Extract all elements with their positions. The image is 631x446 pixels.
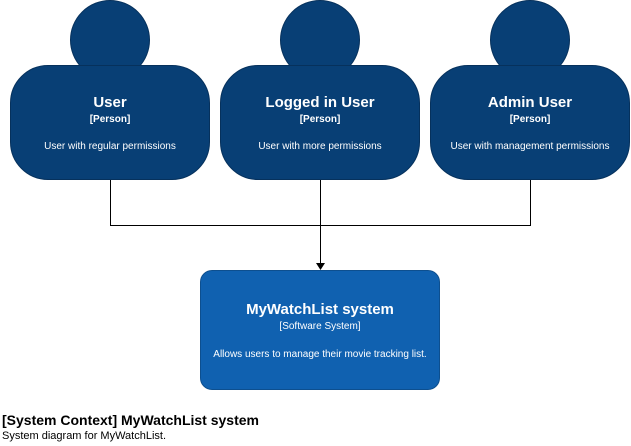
person-body: Logged in User [Person] User with more p… — [220, 65, 420, 180]
connector-user-line — [110, 180, 321, 226]
person-body: User [Person] User with regular permissi… — [10, 65, 210, 180]
person-type: [Person] — [299, 114, 341, 125]
person-body: Admin User [Person] User with management… — [430, 65, 630, 180]
person-logged-in-user[interactable]: Logged in User [Person] User with more p… — [220, 0, 420, 180]
diagram-title: [System Context] MyWatchList system — [2, 412, 259, 428]
person-description: User with more permissions — [258, 141, 382, 152]
person-description: User with regular permissions — [44, 141, 176, 152]
system-type: [Software System] — [279, 321, 361, 332]
system-description: Allows users to manage their movie track… — [213, 349, 427, 360]
diagram-subtitle: System diagram for MyWatchList. — [2, 430, 167, 442]
software-system-box[interactable]: MyWatchList system [Software System] All… — [200, 270, 440, 390]
person-user[interactable]: User [Person] User with regular permissi… — [10, 0, 210, 180]
person-type: [Person] — [509, 114, 551, 125]
person-name: Logged in User — [265, 94, 375, 111]
person-name: User — [93, 94, 127, 111]
arrowhead-to-system — [316, 263, 325, 270]
person-type: [Person] — [89, 114, 131, 125]
system-name: MyWatchList system — [246, 301, 394, 318]
connector-admin-line — [320, 180, 531, 226]
person-name: Admin User — [487, 94, 573, 111]
person-admin-user[interactable]: Admin User [Person] User with management… — [430, 0, 630, 180]
person-description: User with management permissions — [450, 141, 610, 152]
